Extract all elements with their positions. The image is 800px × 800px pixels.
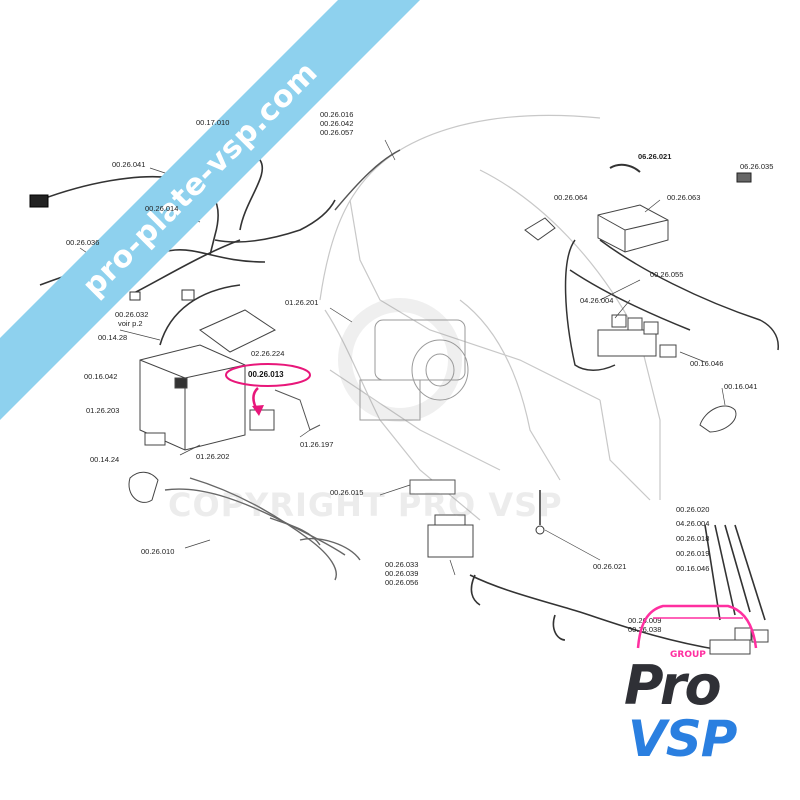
copyright-watermark: COPYRIGHT PRO VSP: [168, 486, 563, 524]
label-00-26-041: 00.26.041: [112, 160, 146, 169]
harness-00-26-020: [469, 524, 766, 651]
label-00-26-019: 00.26.019: [676, 549, 710, 558]
bracket-01-26-197: [274, 389, 321, 431]
label-06-26-035: 06.26.035: [740, 162, 774, 171]
harness-00-26-016: [334, 149, 401, 211]
label-01-26-202: 01.26.202: [196, 452, 230, 461]
connector-cluster-bottom: [709, 627, 769, 655]
clip-06-26-021: [609, 163, 641, 173]
module-00-26-063: [597, 204, 669, 253]
connector-cluster-04-26-004: [597, 314, 677, 358]
label-00-26-013-highlighted: 00.26.013: [248, 370, 284, 379]
label-00-16-042: 00.16.042: [84, 372, 118, 381]
harness-00-26-055: [564, 239, 779, 371]
label-00-26-015: 00.26.015: [330, 488, 364, 497]
brand-logo: GROUP Pro VSP: [618, 588, 788, 778]
clamp-00-14-24: [128, 471, 159, 503]
label-01-26-197: 01.26.197: [300, 440, 334, 449]
connector-small: [129, 291, 141, 301]
label-00-26-042: 00.26.042: [320, 119, 354, 128]
connector-small-2: [181, 289, 195, 301]
label-00-26-036: 00.26.036: [66, 238, 100, 247]
label-00-26-014: 00.26.014: [145, 204, 179, 213]
label-00-26-010: 00.26.010: [141, 547, 175, 556]
label-00-26-016: 00.26.016: [320, 110, 354, 119]
connector-left: [29, 194, 49, 208]
label-voir-p2: voir p.2: [118, 319, 143, 328]
battery: [139, 344, 246, 451]
label-00-26-032: 00.26.032: [115, 310, 149, 319]
label-00-26-039: 00.26.039: [385, 569, 419, 578]
copyright-circle: [338, 298, 462, 422]
label-01-26-201: 01.26.201: [285, 298, 319, 307]
battery-cover: [199, 309, 277, 353]
label-00-26-063: 00.26.063: [667, 193, 701, 202]
label-00-17-010: 00.17.010: [196, 118, 230, 127]
label-00-26-055: 00.26.055: [650, 270, 684, 279]
engine-sketch: [359, 319, 469, 421]
label-06-26-021: 06.26.021: [638, 152, 672, 161]
fuse-box-00-26-033: [427, 514, 474, 558]
label-00-26-038: 00.26.038: [628, 625, 662, 634]
label-00-16-046: 00.16.046: [690, 359, 724, 368]
label-01-26-203: 01.26.203: [86, 406, 120, 415]
bracket-01-26-203: [144, 432, 166, 446]
label-00-26-056: 00.26.056: [385, 578, 419, 587]
key-fob-00-16-041: [699, 405, 737, 433]
highlight-ellipse: [225, 363, 311, 387]
logo-group-text: GROUP: [670, 650, 706, 660]
label-04-26-004-b: 04.26.004: [676, 519, 710, 528]
label-00-26-018: 00.26.018: [676, 534, 710, 543]
label-00-14-28: 00.14.28: [98, 333, 128, 342]
label-02-26-224: 02.26.224: [251, 349, 285, 358]
label-00-14-24: 00.14.24: [90, 455, 120, 464]
label-00-26-064: 00.26.064: [554, 193, 588, 202]
key-fob-00-26-064: [524, 217, 556, 241]
label-00-26-020: 00.26.020: [676, 505, 710, 514]
logo-word-pro: Pro: [624, 654, 722, 717]
label-04-26-004: 04.26.004: [580, 296, 614, 305]
label-00-16-046-b: 00.16.046: [676, 564, 710, 573]
label-00-26-033: 00.26.033: [385, 560, 419, 569]
fuse-strip-00-26-015: [409, 479, 456, 495]
part-06-26-035: [736, 172, 752, 183]
label-00-26-021: 00.26.021: [593, 562, 627, 571]
label-00-26-057: 00.26.057: [320, 128, 354, 137]
relay-00-26-013: [249, 409, 275, 431]
logo-word-vsp: VSP: [628, 710, 737, 768]
harness-00-26-010: [164, 477, 361, 581]
label-00-16-041: 00.16.041: [724, 382, 758, 391]
